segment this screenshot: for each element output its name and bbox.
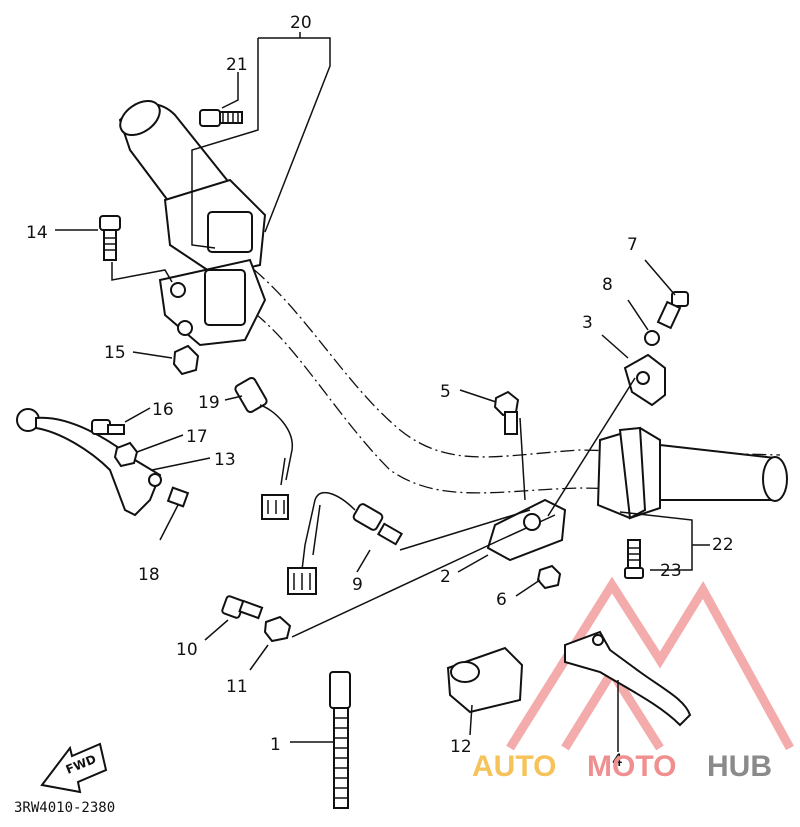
callout-8: 8 <box>602 275 613 295</box>
screw-23 <box>624 539 644 579</box>
watermark-text: AUTO MOTO HUB <box>472 750 772 783</box>
callout-15: 15 <box>104 343 126 363</box>
nut-15 <box>172 344 200 376</box>
callout-4: 4 <box>612 751 623 771</box>
callout-22: 22 <box>712 535 734 555</box>
leader-lines <box>55 32 710 752</box>
callout-20: 20 <box>290 13 312 33</box>
callout-5: 5 <box>440 382 451 402</box>
lever-holder-3 <box>623 353 666 407</box>
bolt-14 <box>99 215 121 261</box>
callout-6: 6 <box>496 590 507 610</box>
callout-16: 16 <box>152 400 174 420</box>
callout-7: 7 <box>627 235 638 255</box>
bolt-7 <box>656 291 689 330</box>
diagram-code: 3RW4010-2380 <box>14 800 115 816</box>
svg-text:AUTO: AUTO <box>472 750 556 783</box>
callout-2: 2 <box>440 567 451 587</box>
clutch-lever-13 <box>16 408 162 517</box>
cable-band-1 <box>329 671 351 809</box>
callout-9: 9 <box>352 575 363 595</box>
clamp-12 <box>446 646 524 714</box>
callout-11: 11 <box>226 677 248 697</box>
svg-text:MOTO: MOTO <box>587 750 676 783</box>
clutch-switch-19 <box>234 376 293 520</box>
callout-21: 21 <box>226 55 248 75</box>
nut-17 <box>113 441 139 468</box>
screw-18 <box>166 486 190 508</box>
callout-1: 1 <box>270 735 281 755</box>
bolt-21 <box>199 109 243 127</box>
nut-11 <box>263 615 292 643</box>
brake-lever-4 <box>564 630 692 727</box>
callout-18: 18 <box>138 565 160 585</box>
callout-10: 10 <box>176 640 198 660</box>
right-switch-22 <box>596 426 788 520</box>
brake-switch-9 <box>287 491 404 595</box>
bolt-16 <box>91 419 125 435</box>
callout-23: 23 <box>660 561 682 581</box>
callout-3: 3 <box>582 313 593 333</box>
bolt-5 <box>493 390 520 435</box>
callout-19: 19 <box>198 393 220 413</box>
svg-text:HUB: HUB <box>707 750 772 783</box>
washer-8 <box>644 330 660 346</box>
nut-6 <box>536 564 562 590</box>
screw-10 <box>221 595 264 620</box>
left-switch-assembly <box>158 178 267 347</box>
callout-12: 12 <box>450 737 472 757</box>
bracket-2 <box>486 498 567 562</box>
fwd-arrow-icon: FWD <box>40 742 108 794</box>
watermark-logo <box>506 576 794 751</box>
callout-17: 17 <box>186 427 208 447</box>
callout-labels: 20 21 14 15 16 17 13 18 19 7 8 3 5 2 6 9… <box>26 13 734 771</box>
callout-13: 13 <box>214 450 236 470</box>
callout-14: 14 <box>26 223 48 243</box>
